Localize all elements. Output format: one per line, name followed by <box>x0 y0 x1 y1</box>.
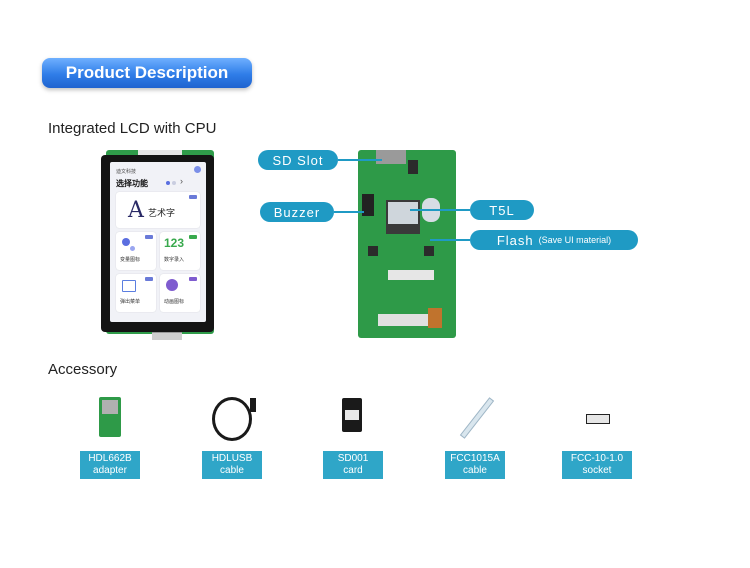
cable-coil-icon <box>212 397 252 441</box>
lcd-chevron-right-icon: › <box>180 176 183 186</box>
tile-tag-icon <box>145 277 153 281</box>
callout-line <box>430 239 470 241</box>
lcd-bottom-connector <box>152 332 182 340</box>
popup-menu-icon <box>122 280 136 292</box>
ic-part <box>408 160 418 174</box>
accessory-label-socket: FCC-10-1.0 socket <box>562 451 632 479</box>
callout-line <box>338 159 382 161</box>
accessory-label-fpc-cable: FCC1015A cable <box>445 451 505 479</box>
accessory-label-usb-cable: HDLUSB cable <box>202 451 262 479</box>
tile-tag-icon <box>189 277 197 281</box>
accessory-label-adapter: HDL662B adapter <box>80 451 140 479</box>
usb-port-icon <box>102 400 118 414</box>
lcd-tile-animation-icon: 动画图标 <box>160 274 200 312</box>
tile-tag-icon <box>189 195 197 199</box>
callout-t5l: T5L <box>470 200 534 220</box>
fpc-ribbon-icon <box>459 397 495 439</box>
variable-icon-dot <box>130 246 135 251</box>
film-reel-icon <box>166 279 178 291</box>
callout-line <box>334 211 364 213</box>
lcd-tile-number-input: 123 数字录入 <box>160 232 200 270</box>
callout-sd-slot: SD Slot <box>258 150 338 170</box>
lcd-tile-art-text: A 艺术字 <box>116 192 200 228</box>
lcd-screen: 迪文科技 选择功能 › A 艺术字 变量图标 123 数字录入 弹出菜单 <box>110 162 206 322</box>
accessory-label-sd-card: SD001 card <box>323 451 383 479</box>
page-title: Product Description <box>42 58 252 88</box>
fpc-connector <box>388 270 434 280</box>
buzzer-part <box>362 194 374 216</box>
lcd-pager-dot-icon <box>172 181 176 185</box>
sd-card-label <box>345 410 359 420</box>
section-label-lcd: Integrated LCD with CPU <box>48 120 217 137</box>
section-label-accessory: Accessory <box>48 361 118 378</box>
callout-flash: Flash (Save UI material) <box>470 230 638 250</box>
lcd-settings-icon <box>194 166 201 173</box>
ic-part <box>368 246 378 256</box>
socket-icon <box>586 414 610 424</box>
tile-tag-icon <box>145 235 153 239</box>
ic-part <box>424 246 434 256</box>
lcd-screen-brand: 迪文科技 <box>116 169 137 175</box>
callout-line <box>410 209 470 211</box>
lcd-tile-popup-menu: 弹出菜单 <box>116 274 156 312</box>
callout-buzzer: Buzzer <box>260 202 334 222</box>
pcb-back-image <box>358 150 456 338</box>
lcd-pin-header <box>138 150 182 156</box>
lcd-screen-heading: 选择功能 <box>116 179 148 188</box>
bottom-connector <box>378 314 438 326</box>
variable-icon <box>122 238 130 246</box>
tile-tag-icon <box>189 235 197 239</box>
lcd-tile-variable-icon: 变量图标 <box>116 232 156 270</box>
sd-slot-part <box>376 150 406 164</box>
art-letter-icon: A <box>128 198 144 223</box>
usb-plug-icon <box>250 398 256 412</box>
t5l-label <box>388 202 418 224</box>
lcd-pager-dot-icon <box>166 181 170 185</box>
inductor <box>428 308 442 328</box>
